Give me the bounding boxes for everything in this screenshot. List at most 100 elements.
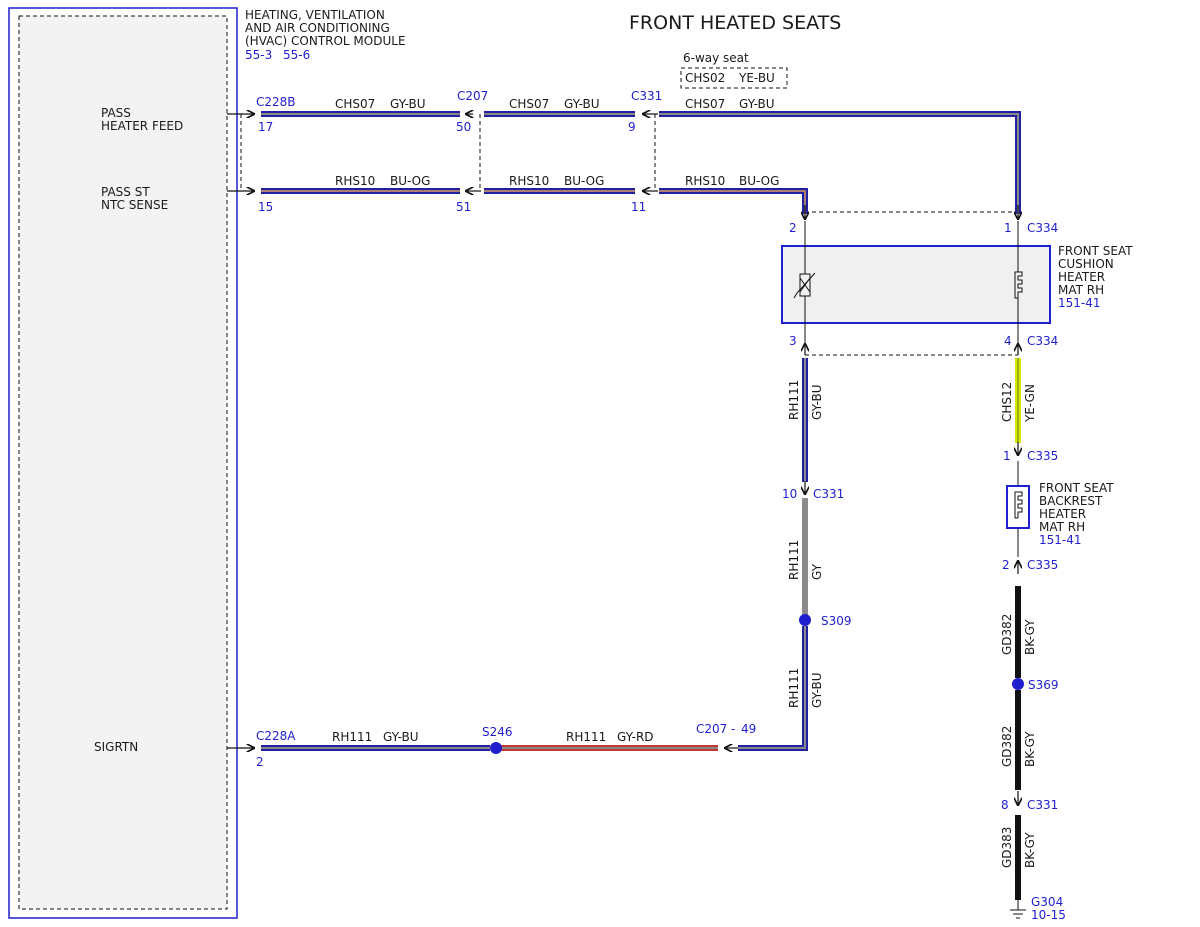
wire-color-label: BU-OG xyxy=(564,174,604,188)
wire-color-label: BK-GY xyxy=(1023,832,1037,868)
pin-number: 50 xyxy=(456,120,471,134)
wire-color-label: BK-GY xyxy=(1023,731,1037,767)
note-box xyxy=(680,67,788,89)
module-ref-link-1[interactable]: 55-3 xyxy=(245,48,272,62)
wire-circuit-label: GD382 xyxy=(1000,726,1014,767)
wire-rh111-lower[interactable] xyxy=(738,626,808,751)
wire-circuit-label: RH111 xyxy=(332,730,372,744)
splice-s309[interactable] xyxy=(799,614,811,626)
wire-circuit-label: RH111 xyxy=(787,380,801,420)
pin-number: 11 xyxy=(631,200,646,214)
pin-label-ntc-sense: NTC SENSE xyxy=(101,198,168,212)
connector-c331-rh[interactable]: C331 xyxy=(813,487,844,501)
ground-label-g304[interactable]: G304 xyxy=(1031,895,1063,909)
thermistor-icon xyxy=(793,272,816,299)
pin-number: 2 xyxy=(789,221,797,235)
cushion-name-line3: HEATER xyxy=(1058,270,1105,284)
connector-c228b[interactable]: C228B xyxy=(256,95,296,109)
backrest-name-line1: FRONT SEAT xyxy=(1039,481,1114,495)
connector-c228a[interactable]: C228A xyxy=(256,729,296,743)
backrest-name-line2: BACKREST xyxy=(1039,494,1103,508)
splice-label-s369: S369 xyxy=(1028,678,1059,692)
cushion-name-line2: CUSHION xyxy=(1058,257,1114,271)
pin-label-pass: PASS xyxy=(101,106,131,120)
pin-label-sigrtn: SIGRTN xyxy=(94,740,138,754)
wire-circuit-label: RH111 xyxy=(787,540,801,580)
wire-circuit-label: CHS07 xyxy=(335,97,375,111)
backrest-name-line4: MAT RH xyxy=(1039,520,1085,534)
wire-color-label: YE-GN xyxy=(1023,384,1037,423)
connector-c331-gnd[interactable]: C331 xyxy=(1027,798,1058,812)
backrest-ref-link[interactable]: 151-41 xyxy=(1039,533,1082,547)
wire-color-label: GY-BU xyxy=(390,97,426,111)
wire-color-label: GY-BU xyxy=(564,97,600,111)
hvac-module[interactable] xyxy=(8,7,238,919)
wire-color-label: GY-BU xyxy=(739,97,775,111)
connector-c334-top[interactable]: C334 xyxy=(1027,221,1058,235)
note-circuit: CHS02 xyxy=(685,71,725,85)
pin-number: 2 xyxy=(256,755,264,769)
connector-dash: - xyxy=(731,722,735,736)
connector-c334-bottom[interactable]: C334 xyxy=(1027,334,1058,348)
note-title: 6-way seat xyxy=(683,51,749,65)
pin-number: 8 xyxy=(1001,798,1009,812)
ground-ref-link[interactable]: 10-15 xyxy=(1031,908,1066,922)
pin-number: 15 xyxy=(258,200,273,214)
note-color: YE-BU xyxy=(738,71,775,85)
pin-number: 10 xyxy=(782,487,797,501)
pin-label-heater-feed: HEATER FEED xyxy=(101,119,183,133)
pin-number: 51 xyxy=(456,200,471,214)
wire-color-label: BU-OG xyxy=(390,174,430,188)
connector-c335-top[interactable]: C335 xyxy=(1027,449,1058,463)
cushion-ref-link[interactable]: 151-41 xyxy=(1058,296,1101,310)
splice-label-s246: S246 xyxy=(482,725,513,739)
wire-color-label: BK-GY xyxy=(1023,619,1037,655)
wire-color-label: GY xyxy=(810,563,824,580)
wire-circuit-label: RH111 xyxy=(787,668,801,708)
wire-color-label: GY-BU xyxy=(383,730,419,744)
pin-label-pass-st: PASS ST xyxy=(101,185,150,199)
wire-circuit-label: CHS12 xyxy=(1000,382,1014,422)
wire-circuit-label: GD382 xyxy=(1000,614,1014,655)
diagram-title: FRONT HEATED SEATS xyxy=(629,12,841,34)
wire-color-label: GY-BU xyxy=(810,384,824,420)
backrest-heater-component[interactable] xyxy=(1006,461,1030,557)
module-name-line3: (HVAC) CONTROL MODULE xyxy=(245,34,406,48)
pin-number: 17 xyxy=(258,120,273,134)
splice-s246[interactable] xyxy=(490,742,502,754)
connector-shells xyxy=(240,114,1018,356)
wire-circuit-label: RH111 xyxy=(566,730,606,744)
connector-c331[interactable]: C331 xyxy=(631,89,662,103)
wire-circuit-label: CHS07 xyxy=(509,97,549,111)
backrest-name-line3: HEATER xyxy=(1039,507,1086,521)
ground-icon xyxy=(1010,900,1026,919)
module-ref-link-2[interactable]: 55-6 xyxy=(283,48,310,62)
wire-circuit-label: RHS10 xyxy=(509,174,549,188)
wire-color-label: GY-BU xyxy=(810,672,824,708)
wire-rhs10-segment-3[interactable] xyxy=(659,188,808,214)
splice-label-s309: S309 xyxy=(821,614,852,628)
wire-color-label: BU-OG xyxy=(739,174,779,188)
pin-number: 9 xyxy=(628,120,636,134)
wire-circuit-label: RHS10 xyxy=(685,174,725,188)
pin-number: 1 xyxy=(1004,221,1012,235)
pin-number: 1 xyxy=(1003,449,1011,463)
splice-s369[interactable] xyxy=(1012,678,1024,690)
module-name-line1: HEATING, VENTILATION xyxy=(245,8,385,22)
pin-number: 49 xyxy=(741,722,756,736)
wire-circuit-label: RHS10 xyxy=(335,174,375,188)
module-name-line2: AND AIR CONDITIONING xyxy=(245,21,390,35)
connector-c335-bottom[interactable]: C335 xyxy=(1027,558,1058,572)
backrest-heater-element-icon xyxy=(1014,491,1023,519)
cushion-name-line4: MAT RH xyxy=(1058,283,1104,297)
connector-c207[interactable]: C207 xyxy=(457,89,488,103)
heater-element-icon xyxy=(1014,271,1023,299)
cushion-heater-component[interactable] xyxy=(781,221,1051,348)
wire-circuit-label: CHS07 xyxy=(685,97,725,111)
wire-color-label: GY-RD xyxy=(617,730,654,744)
wire-chs07-segment-3[interactable] xyxy=(659,111,1021,214)
pin-number: 2 xyxy=(1002,558,1010,572)
pin-number: 4 xyxy=(1004,334,1012,348)
connector-c207-sig[interactable]: C207 xyxy=(696,722,727,736)
